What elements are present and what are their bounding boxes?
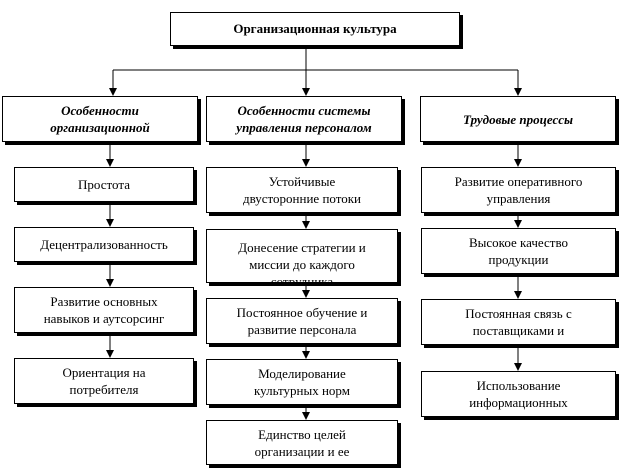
c2-a1-arrowhead	[302, 159, 310, 167]
c3-a2-arrowhead	[514, 220, 522, 228]
item-label: Устойчивые двусторонние потоки	[242, 174, 362, 206]
c2-a4-arrowhead	[302, 351, 310, 359]
item-label: Постоянное обучение и развитие персонала	[236, 305, 368, 337]
column-header-org-features: Особенности организационной	[2, 96, 198, 142]
c1-a4-arrowhead	[106, 350, 114, 358]
item-core-skills-outsourcing: Развитие основных навыков и аутсорсинг	[14, 287, 194, 333]
item-label: Децентрализованность	[40, 237, 168, 252]
c3-a3-arrowhead	[514, 291, 522, 299]
item-two-way-flows: Устойчивые двусторонние потоки	[206, 167, 398, 213]
arrow-to-col1-arrowhead	[109, 88, 117, 96]
item-label: Ориентация на потребителя	[62, 365, 146, 397]
item-label: Простота	[78, 177, 130, 192]
c1-a2-arrowhead	[106, 219, 114, 227]
c1-a1-arrowhead	[106, 159, 114, 167]
header-label: Особенности организационной	[50, 103, 150, 135]
item-unity-of-goals: Единство целей организации и ее	[206, 420, 398, 465]
column-header-hr-system: Особенности системы управления персонало…	[206, 96, 402, 142]
item-high-quality-products: Высокое качество продукции	[421, 228, 616, 274]
item-label: Высокое качество продукции	[468, 235, 568, 267]
arrow-to-col3-arrowhead	[514, 88, 522, 96]
item-continuous-training: Постоянное обучение и развитие персонала	[206, 298, 398, 344]
item-supplier-connection: Постоянная связь с поставщиками и	[421, 299, 616, 345]
item-decentralization: Децентрализованность	[14, 227, 194, 262]
item-customer-orientation: Ориентация на потребителя	[14, 358, 194, 404]
item-label: Донесение стратегии и миссии до каждого …	[238, 240, 366, 283]
item-label: Единство целей организации и ее	[254, 426, 350, 459]
item-label: Развитие основных навыков и аутсорсинг	[43, 294, 165, 326]
column-header-work-processes: Трудовые процессы	[420, 96, 616, 142]
root-box: Организационная культура	[170, 12, 460, 46]
item-label: Развитие оперативного управления	[454, 174, 583, 206]
item-operational-management: Развитие оперативного управления	[421, 167, 616, 213]
item-label: Моделирование культурных норм	[254, 366, 350, 398]
c3-a4-arrowhead	[514, 363, 522, 371]
header-label: Трудовые процессы	[462, 111, 574, 127]
c3-a1-arrowhead	[514, 159, 522, 167]
header-label: Особенности системы управления персонало…	[236, 103, 372, 135]
item-label: Постоянная связь с поставщиками и	[465, 306, 572, 338]
item-information-usage: Использование информационных	[421, 371, 616, 417]
c2-a3-arrowhead	[302, 290, 310, 298]
root-label: Организационная культура	[233, 21, 397, 36]
arrow-to-col2-arrowhead	[302, 88, 310, 96]
c1-a3-arrowhead	[106, 279, 114, 287]
item-simplicity: Простота	[14, 167, 194, 202]
item-label: Использование информационных	[469, 378, 568, 410]
item-cultural-norms-modeling: Моделирование культурных норм	[206, 359, 398, 405]
c2-a2-arrowhead	[302, 221, 310, 229]
item-strategy-communication: Донесение стратегии и миссии до каждого …	[206, 229, 398, 283]
c2-a5-arrowhead	[302, 412, 310, 420]
